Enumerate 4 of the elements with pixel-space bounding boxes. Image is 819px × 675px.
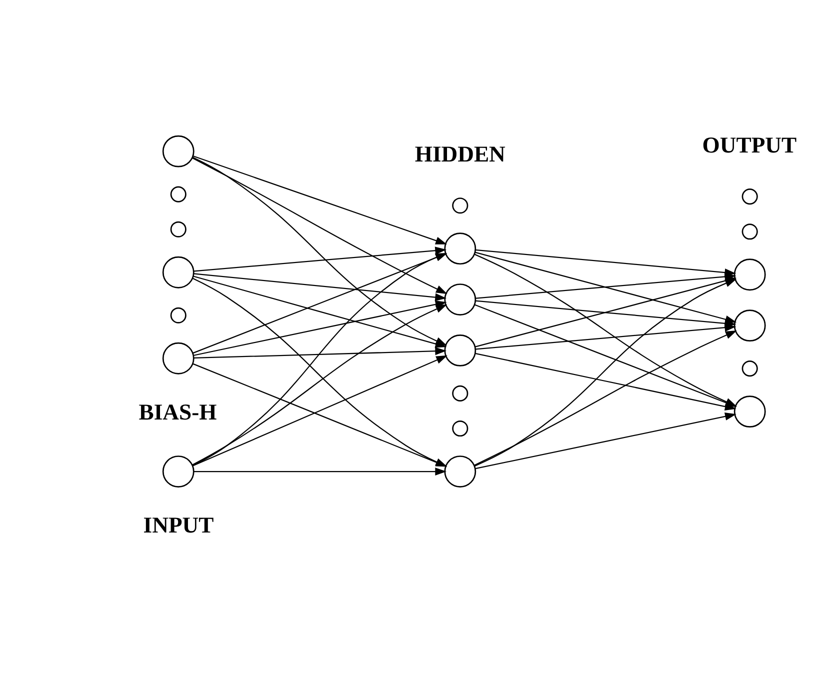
label: HIDDEN xyxy=(414,140,506,166)
label: INPUT xyxy=(143,512,214,538)
label: BIAS-H xyxy=(138,398,217,424)
label: OUTPUT xyxy=(702,132,797,157)
